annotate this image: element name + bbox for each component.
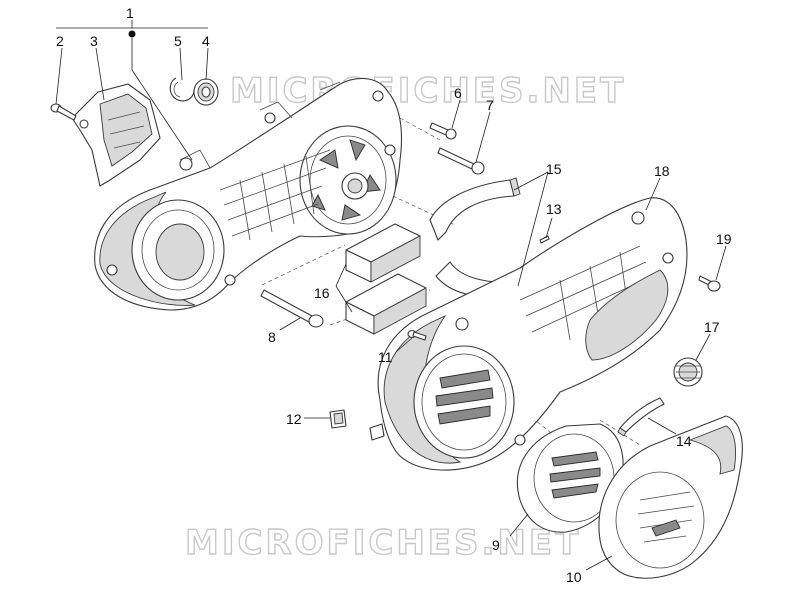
part-1-main-housing (94, 77, 403, 311)
part-12-clip (329, 409, 347, 429)
callout-4: 4 (202, 33, 210, 49)
callout-labels: 1 2 3 4 5 6 7 8 9 10 11 12 13 14 15 16 1… (56, 5, 732, 585)
part-17-cap (673, 357, 703, 387)
part-11-screw (407, 329, 427, 341)
callout-7: 7 (486, 97, 494, 113)
part-7-bolt (437, 147, 485, 175)
callout-13: 13 (546, 201, 562, 217)
part-16-filter-pads (345, 223, 427, 335)
part-6-bolt (429, 122, 457, 140)
part-14-strip (617, 397, 665, 437)
part-2-screw (50, 103, 77, 121)
callout-6: 6 (454, 85, 462, 101)
callout-14: 14 (676, 433, 692, 449)
callout-1: 1 (126, 5, 134, 21)
part-10-outer-trim (598, 415, 743, 579)
part-19-screw (698, 275, 721, 292)
part-13-pin (539, 235, 550, 244)
callout-18: 18 (654, 163, 670, 179)
part-5-circlip (169, 77, 195, 102)
part-3-cover-plate (71, 83, 161, 187)
callout-11: 11 (378, 349, 393, 365)
part-4-bearing (193, 78, 219, 106)
callout-3: 3 (90, 33, 98, 49)
watermark-bottom: MICROFICHES.NET (185, 523, 581, 563)
callout-1-dot (128, 30, 136, 38)
part-9-vented-cover (516, 423, 624, 533)
callout-5: 5 (174, 33, 182, 49)
callout-17: 17 (704, 319, 720, 335)
callout-2: 2 (56, 33, 64, 49)
callout-15: 15 (546, 161, 562, 177)
callout-16: 16 (314, 285, 330, 301)
part-8-bolt (260, 289, 324, 328)
callout-12: 12 (286, 411, 302, 427)
leader-lines (55, 20, 727, 571)
watermark-top: MICROFICHES.NET (230, 71, 626, 111)
callout-19: 19 (716, 231, 732, 247)
callout-8: 8 (268, 329, 276, 345)
part-18-outer-cover (369, 197, 688, 471)
callout-10: 10 (566, 569, 582, 585)
callout-9: 9 (492, 537, 500, 553)
